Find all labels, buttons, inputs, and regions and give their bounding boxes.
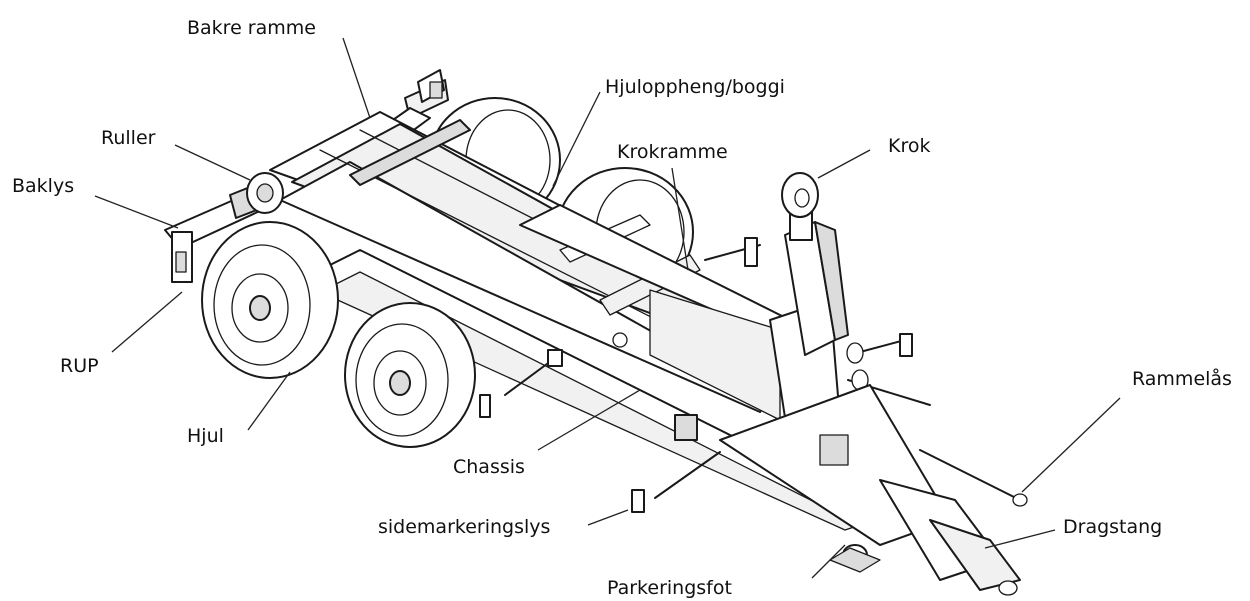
leader-lines (94, 37, 1121, 579)
leader-rammelas (1021, 397, 1121, 493)
label-parkeringsfot: Parkeringsfot (607, 577, 732, 599)
label-sidemarkeringslys: sidemarkeringslys (378, 516, 550, 538)
leader-krokramme (671, 167, 689, 271)
label-rup: RUP (60, 355, 99, 377)
label-hjul: Hjul (187, 425, 224, 447)
roller (246, 172, 284, 214)
label-dragstang: Dragstang (1063, 516, 1162, 538)
leader-rup (111, 291, 183, 353)
leader-bakre-ramme (342, 37, 371, 119)
drawbar (719, 384, 1021, 596)
leader-hjul (247, 371, 291, 431)
label-ruller: Ruller (101, 127, 156, 149)
parking-foot (829, 544, 881, 573)
label-chassis: Chassis (453, 456, 525, 478)
label-bakre-ramme: Bakre ramme (187, 17, 316, 39)
trailer-illustration (164, 69, 1028, 596)
leader-parkeringsfot (811, 544, 846, 579)
leader-ruller (174, 144, 251, 181)
hook-column (781, 172, 849, 356)
leader-hjuloppheng (552, 91, 601, 187)
label-krokramme: Krokramme (617, 141, 728, 163)
front-near-wheel (344, 302, 476, 448)
frame-lock-chain (919, 449, 1028, 507)
callout-labels: Bakre ramme Hjuloppheng/boggi Ruller Kro… (12, 17, 1232, 599)
label-rammelas: Rammelås (1132, 367, 1232, 390)
leader-krok (817, 149, 871, 179)
label-krok: Krok (888, 135, 930, 157)
leader-baklys (94, 195, 179, 229)
stabilizer-arms (704, 237, 931, 406)
label-hjuloppheng: Hjuloppheng/boggi (605, 76, 785, 98)
side-marker-lights (479, 349, 721, 513)
leader-dragstang (984, 529, 1056, 549)
leader-sidemarkeringslys (587, 509, 629, 526)
rear-near-wheel (201, 221, 339, 379)
leader-chassis (537, 389, 641, 451)
label-baklys: Baklys (12, 175, 74, 197)
